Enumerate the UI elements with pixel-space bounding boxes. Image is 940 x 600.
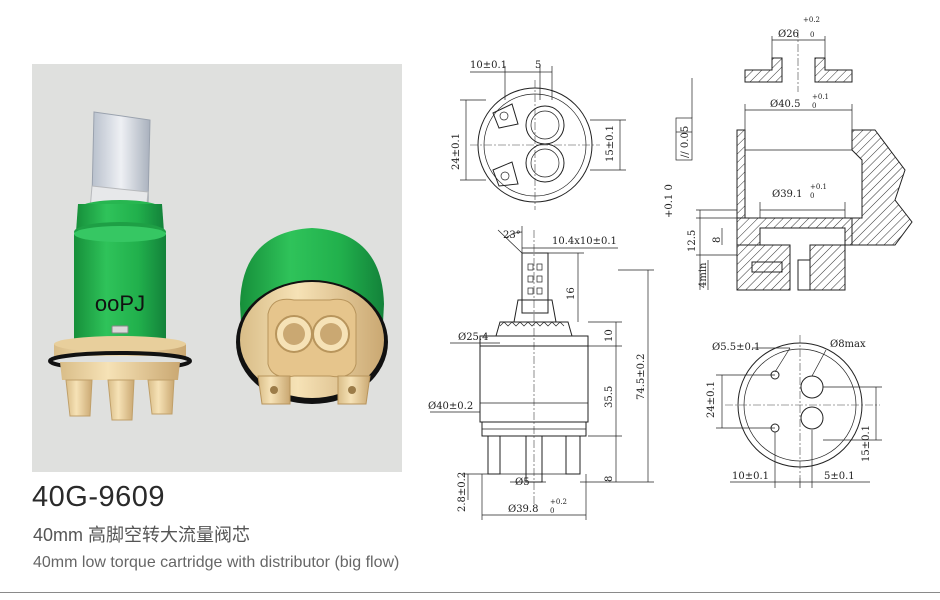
section-top-diameter: Ø26: [778, 29, 799, 40]
section-step-small: 8: [712, 237, 723, 243]
bottom-port-max: Ø8max: [830, 339, 866, 350]
front-pin-diameter: Ø5: [515, 477, 530, 488]
top-view-drawing: 10±0.1 5 24±0.1 15±0.1: [451, 60, 626, 210]
section-step-tol: +0.1 0: [664, 184, 675, 218]
photo-label: ooPJ: [95, 291, 145, 316]
bottom-dim-width-right: 5±0.1: [824, 471, 855, 482]
front-body-height: 35.5: [604, 386, 615, 408]
section-seat-diameter: Ø39.1: [772, 189, 802, 200]
top-dim-height-right: 15±0.1: [605, 125, 616, 162]
top-dim-height-left: 24±0.1: [451, 133, 462, 170]
front-base-tol-lower: 0: [550, 507, 554, 515]
bottom-dim-height-right: 15±0.1: [861, 425, 872, 462]
section-step-height: 12.5: [687, 230, 698, 252]
bottom-view-drawing: Ø5.5±0.1 Ø8max 24±0.1 15±0.1 10±0.1 5±0.…: [706, 335, 882, 488]
front-body-diameter: Ø40±0.2: [428, 401, 473, 412]
section-bore-diameter: Ø40.5: [770, 99, 800, 110]
section-seat-tol-upper: +0.1: [810, 183, 827, 191]
section-seat-tol-lower: 0: [810, 192, 814, 200]
section-bore-tol-upper: +0.1: [812, 93, 829, 101]
cartridge-illustration: ooPJ: [48, 111, 388, 421]
bottom-hole-diameter: Ø5.5±0.1: [712, 342, 760, 353]
footer-divider: [0, 592, 940, 593]
top-dim-width-left: 10±0.1: [470, 60, 507, 71]
product-photo: ooPJ: [32, 64, 402, 472]
section-view-drawing: Ø26 +0.2 0 Ø40.5 +0.1 0 Ø39.1 +0.1 0 // …: [664, 16, 913, 291]
section-min-depth: 4min: [698, 262, 709, 288]
title-english: 40mm low torque cartridge with distribut…: [33, 554, 400, 571]
section-flatness: // 0.05: [680, 126, 691, 158]
section-top-tol-lower: 0: [810, 31, 814, 39]
front-base-diameter: Ø39.8: [508, 504, 538, 515]
title-chinese: 40mm 高脚空转大流量阀芯: [33, 525, 251, 545]
front-stem-size: 10.4x10±0.1: [552, 236, 617, 247]
section-top-tol-upper: +0.2: [803, 16, 820, 24]
bottom-dim-height-left: 24±0.1: [706, 381, 717, 418]
front-leg-height: 8: [604, 476, 615, 482]
front-collar-diameter: Ø25.4: [458, 332, 488, 343]
front-view-drawing: 23° 10.4x10±0.1 16 Ø25.4 10 Ø40±0.2 35.5…: [428, 226, 654, 520]
top-dim-width-right: 5: [535, 60, 541, 71]
front-pin-gap: 2.8±0.2: [457, 472, 468, 512]
front-collar-height: 10: [604, 329, 615, 342]
section-bore-tol-lower: 0: [812, 102, 816, 110]
front-total-height: 74.5±0.2: [636, 353, 647, 400]
bottom-dim-width-left: 10±0.1: [732, 471, 769, 482]
front-angle: 23°: [503, 230, 521, 241]
model-code: 40G-9609: [32, 481, 165, 513]
front-base-tol-upper: +0.2: [550, 498, 567, 506]
cartridge-front-view: ooPJ: [48, 111, 192, 421]
front-stem-height: 16: [566, 287, 577, 300]
cartridge-bottom-view: [236, 228, 388, 405]
